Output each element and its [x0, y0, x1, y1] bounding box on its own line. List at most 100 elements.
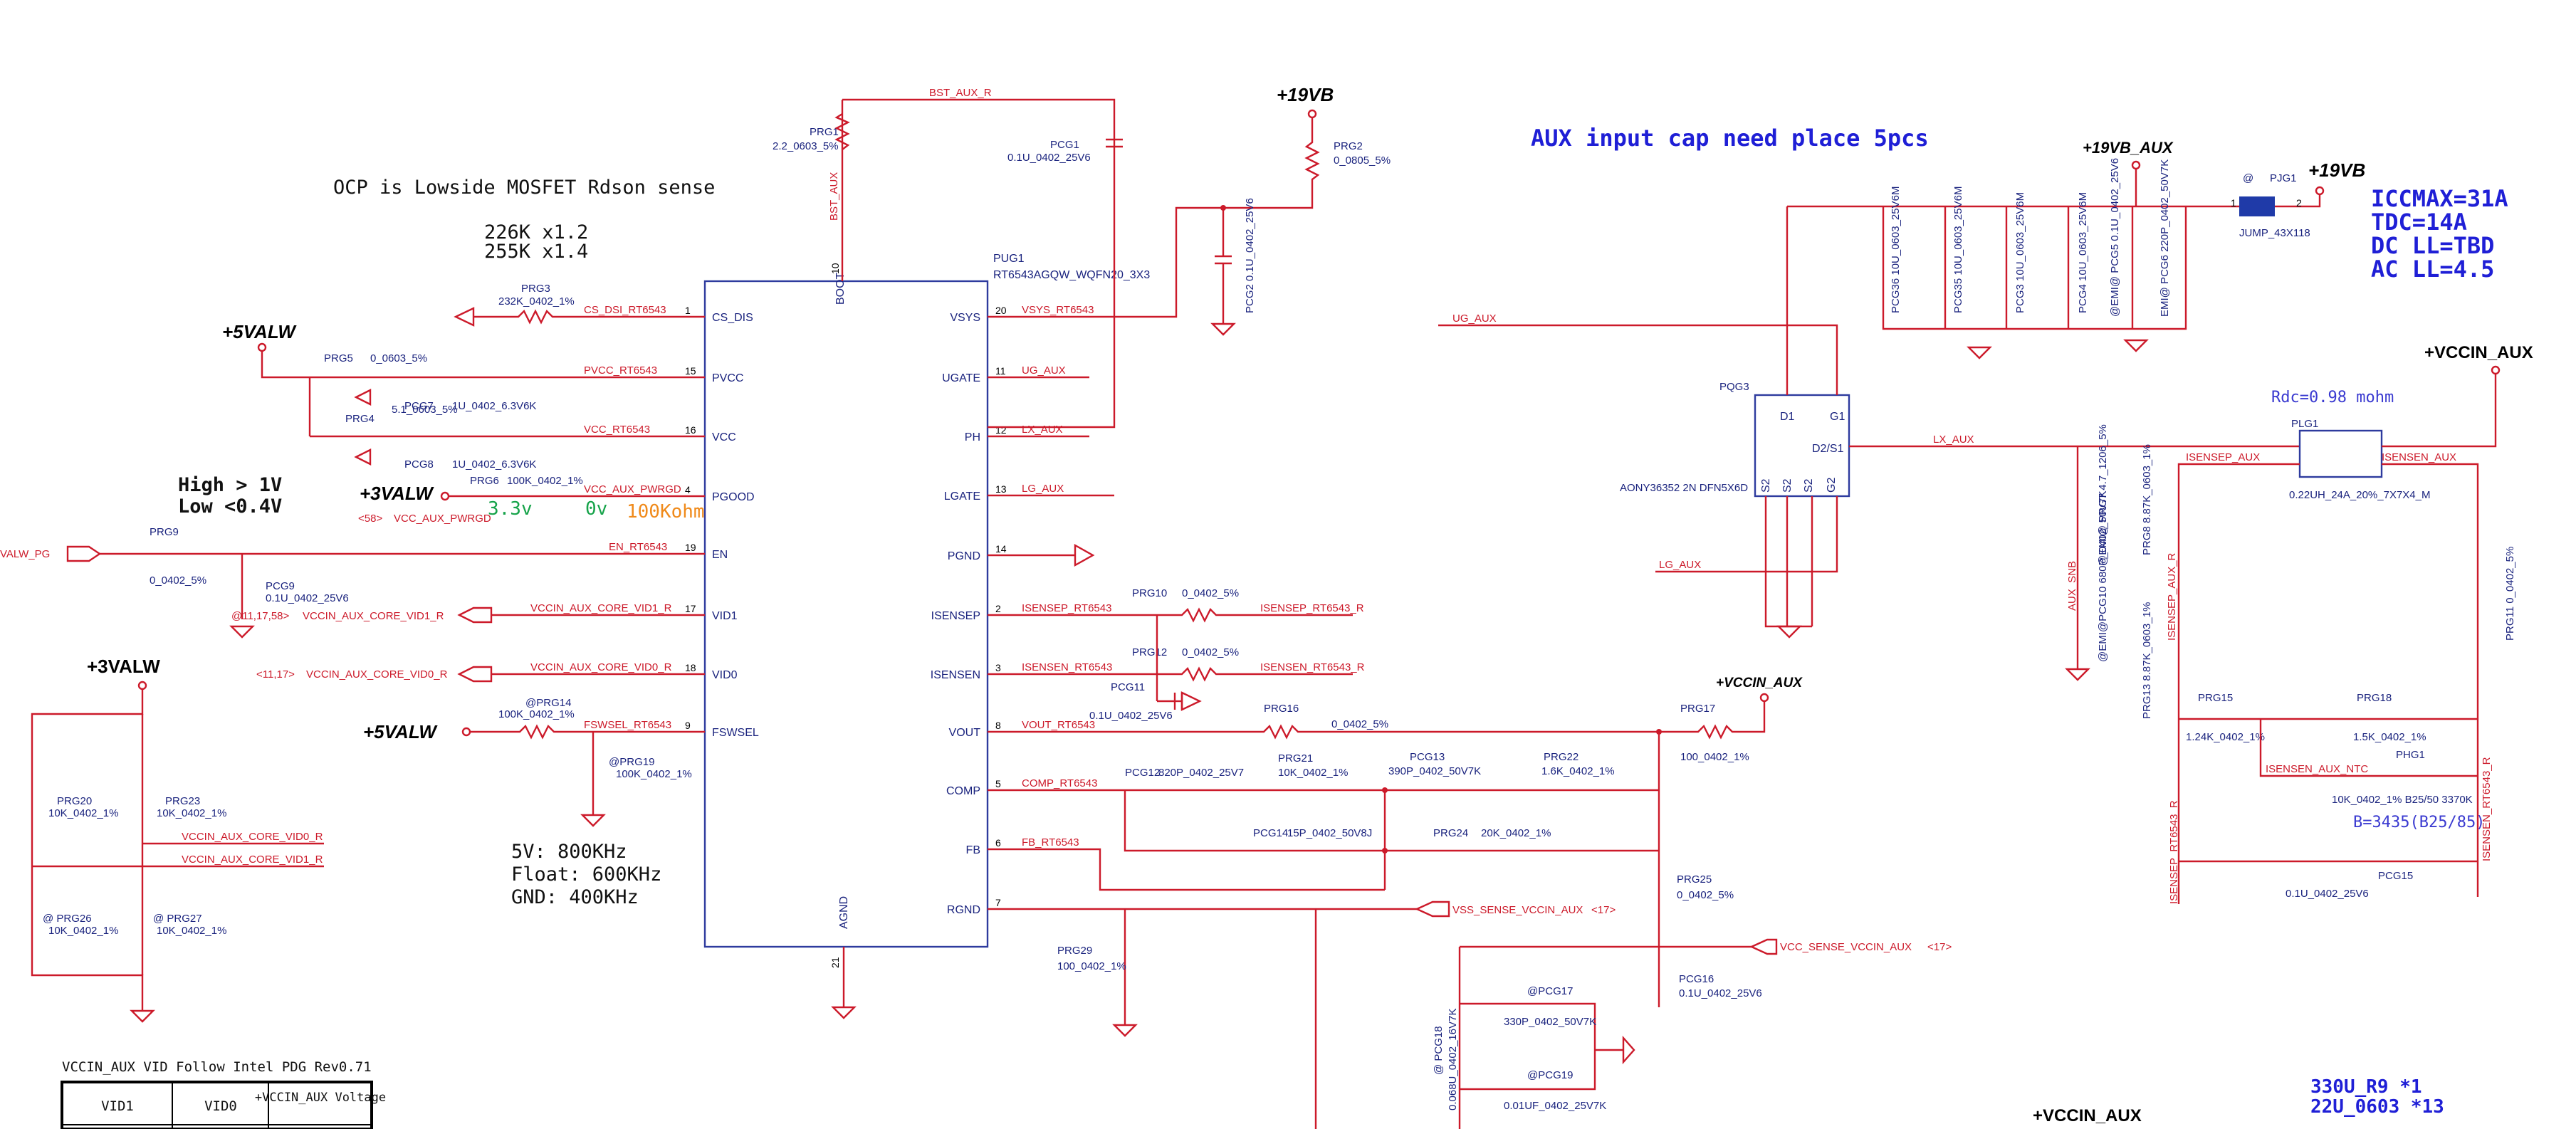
svg-text:PRG9: PRG9: [150, 526, 179, 538]
svg-text:15P_0402_50V8J: 15P_0402_50V8J: [1287, 827, 1372, 839]
wire-vsys: [988, 117, 1320, 318]
svg-text:330P_0402_50V7K: 330P_0402_50V7K: [1504, 1016, 1596, 1028]
svg-text:21: 21: [829, 957, 841, 968]
vid-table-title: VCCIN_AUX VID Follow Intel PDG Rev0.71: [62, 1059, 372, 1075]
svg-text:PCG13: PCG13: [1410, 751, 1445, 763]
svg-text:<11,17>: <11,17>: [256, 668, 295, 681]
power-19vb-right: +19VB: [2308, 159, 2365, 181]
ic-right-pin-label: FB: [966, 844, 980, 856]
ic-right-pin-number: 13: [995, 483, 1007, 495]
svg-text:820P_0402_25V7: 820P_0402_25V7: [1158, 767, 1244, 779]
svg-text:UG_AUX: UG_AUX: [1452, 313, 1497, 325]
ic-left-pin-number: 17: [685, 603, 696, 614]
svg-text:1.5K_0402_1%: 1.5K_0402_1%: [2353, 731, 2426, 743]
svg-text:@PCG19: @PCG19: [1527, 1069, 1573, 1081]
svg-text:AONY36352 2N DFN5X6D: AONY36352 2N DFN5X6D: [1620, 482, 1748, 494]
svg-text:D2/S1: D2/S1: [1812, 443, 1844, 455]
note-aux-caps: AUX input cap need place 5pcs: [1531, 125, 1929, 152]
ic-left-pin-number: 1: [685, 305, 691, 316]
svg-text:PRG21: PRG21: [1278, 752, 1313, 765]
svg-text:PCG14: PCG14: [1253, 827, 1288, 839]
svg-text:1U_0402_6.3V6K: 1U_0402_6.3V6K: [452, 400, 536, 412]
svg-text:PRG20: PRG20: [57, 795, 92, 807]
svg-text:PRG18: PRG18: [2357, 692, 2392, 704]
svg-text:VCCIN_AUX_CORE_VID1_R: VCCIN_AUX_CORE_VID1_R: [303, 610, 444, 622]
svg-text:@EMI@ PCG5 0.1U_0402_25V6: @EMI@ PCG5 0.1U_0402_25V6: [2109, 158, 2121, 317]
ic-left-pin-number: 15: [685, 365, 696, 377]
svg-text:ISENSEP_RT6543: ISENSEP_RT6543: [1022, 602, 1111, 614]
power-5valw-a: +5VALW: [222, 321, 297, 342]
resistor-prg12: [988, 666, 1353, 682]
svg-text:PRG24: PRG24: [1433, 827, 1468, 839]
ic-right-pin-label: VOUT: [949, 727, 981, 739]
svg-text:PLG1: PLG1: [2291, 418, 2318, 430]
svg-text:232K_0402_1%: 232K_0402_1%: [498, 295, 575, 308]
svg-text:0.1U_0402_25V6: 0.1U_0402_25V6: [1007, 152, 1091, 164]
svg-text:5.1_0603_5%: 5.1_0603_5%: [392, 404, 458, 416]
svg-text:VCCIN_AUX_CORE_VID1_R: VCCIN_AUX_CORE_VID1_R: [530, 602, 672, 614]
ic-left-pin-number: 16: [685, 424, 696, 436]
svg-text:@EMI@PCG10 680P_0402_50V7K: @EMI@PCG10 680P_0402_50V7K: [2097, 490, 2109, 662]
svg-text:CS_DSI_RT6543: CS_DSI_RT6543: [584, 304, 666, 316]
svg-text:5V: 800KHz: 5V: 800KHz: [511, 841, 627, 863]
svg-text:@EMI@ PRG7 4.7_1206_5%: @EMI@ PRG7 4.7_1206_5%: [2097, 424, 2109, 566]
ic-part: RT6543AGQW_WQFN20_3X3: [993, 269, 1150, 281]
svg-text:FB_RT6543: FB_RT6543: [1022, 836, 1079, 849]
ic-right-pin-number: 2: [995, 603, 1001, 614]
svg-text:VCCIN_AUX_CORE_VID0_R: VCCIN_AUX_CORE_VID0_R: [530, 661, 672, 673]
ic-right-pin-label: VSYS: [950, 312, 980, 324]
gnd-icon: [831, 1006, 857, 1019]
svg-text:+VCCIN_AUX: +VCCIN_AUX: [2424, 343, 2533, 362]
svg-text:PRG11 0_0402_5%: PRG11 0_0402_5%: [2504, 547, 2516, 641]
svg-text:10K_0402_1% B25/50 3370K: 10K_0402_1% B25/50 3370K: [2332, 794, 2473, 806]
svg-text:390P_0402_50V7K: 390P_0402_50V7K: [1388, 765, 1481, 777]
gnd-icon: [1210, 322, 1236, 336]
svg-text:PJG1: PJG1: [2270, 172, 2297, 184]
wire-fswsel: [470, 724, 705, 740]
svg-text:VCCIN_AUX_CORE_VID0_R: VCCIN_AUX_CORE_VID0_R: [182, 831, 323, 843]
ic-right-pin-label: ISENSEP: [931, 610, 980, 622]
svg-text:ISENSEP_RT6543_R: ISENSEP_RT6543_R: [1260, 602, 1364, 614]
svg-text:Float: 600KHz: Float: 600KHz: [511, 863, 661, 886]
svg-text:@ PRG27: @ PRG27: [153, 913, 202, 925]
svg-text:LG_AUX: LG_AUX: [1022, 483, 1064, 495]
svg-text:@ PRG26: @ PRG26: [43, 913, 92, 925]
svg-text:JUMP_43X118: JUMP_43X118: [2239, 227, 2310, 239]
ic-left-pin-label: FSWSEL: [712, 727, 759, 739]
svg-text:VALW_PG: VALW_PG: [0, 548, 50, 560]
svg-text:0_0402_5%: 0_0402_5%: [1182, 587, 1239, 599]
svg-text:PCG16: PCG16: [1679, 973, 1714, 985]
svg-text:ISENSEN_RT6543_R: ISENSEN_RT6543_R: [1260, 661, 1365, 673]
svg-text:PCG36 10U_0603_25V6M: PCG36 10U_0603_25V6M: [1890, 187, 1902, 313]
svg-text:PRG29: PRG29: [1057, 945, 1092, 957]
svg-text:ISENSEP_AUX_R: ISENSEP_AUX_R: [2166, 552, 2178, 641]
svg-text:Low <0.4V: Low <0.4V: [178, 495, 282, 518]
svg-text:PRG4: PRG4: [345, 413, 375, 425]
svg-text:FSWSEL_RT6543: FSWSEL_RT6543: [584, 719, 671, 731]
svg-text:@ PCG18: @ PCG18: [1433, 1026, 1445, 1075]
svg-text:PCG11: PCG11: [1111, 681, 1145, 693]
svg-text:PRG1: PRG1: [810, 126, 839, 138]
ic-right-pin-number: 8: [995, 720, 1001, 731]
svg-text:High > 1V: High > 1V: [178, 474, 282, 496]
svg-text:0_0603_5%: 0_0603_5%: [370, 352, 427, 364]
svg-text:PRG10: PRG10: [1132, 587, 1167, 599]
vid-table-header-1: VID0: [204, 1098, 237, 1114]
ic-left-pin-label: VCC: [712, 431, 736, 443]
svg-text:PCG4 10U_0603_25V6M: PCG4 10U_0603_25V6M: [2077, 192, 2089, 313]
svg-text:VCCIN_AUX_CORE_VID0_R: VCCIN_AUX_CORE_VID0_R: [306, 668, 448, 681]
svg-text:PCG2 0.1U_0402_25V6: PCG2 0.1U_0402_25V6: [1244, 198, 1256, 313]
ic-left-pin-number: 19: [685, 542, 696, 553]
svg-text:@PRG14: @PRG14: [525, 697, 571, 709]
svg-text:GND: 400KHz: GND: 400KHz: [511, 886, 639, 908]
power-3valw-a: +3VALW: [360, 483, 434, 504]
svg-text:PRG8 8.87K_0603_1%: PRG8 8.87K_0603_1%: [2141, 444, 2153, 555]
svg-text:VCC_AUX_PWRGD: VCC_AUX_PWRGD: [394, 513, 491, 525]
svg-text:0.1U_0402_25V6: 0.1U_0402_25V6: [266, 592, 349, 604]
svg-text:<17>: <17>: [1591, 904, 1616, 916]
svg-text:+VCCIN_AUX: +VCCIN_AUX: [2033, 1106, 2142, 1125]
svg-text:0.068U_0402_16V7K: 0.068U_0402_16V7K: [1447, 1009, 1459, 1110]
ic-right-pin-number: 20: [995, 305, 1007, 316]
svg-text:ISENSEP_AUX: ISENSEP_AUX: [2186, 451, 2260, 463]
